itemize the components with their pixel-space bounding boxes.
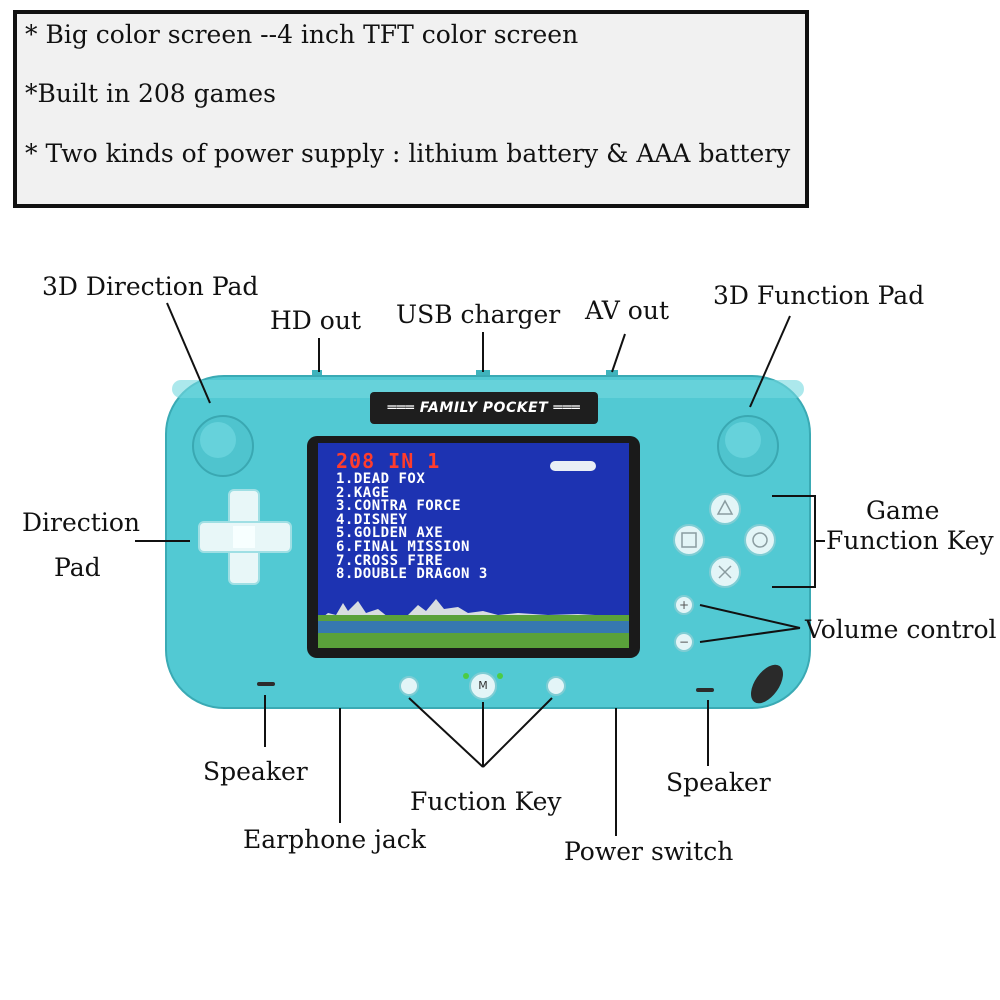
m-key-label: M	[478, 679, 488, 692]
label-game-function-key-line2: Function Key	[826, 526, 994, 555]
game-menu-item[interactable]: 1.DEAD FOX	[336, 471, 426, 487]
game-menu-item[interactable]: 3.CONTRA FORCE	[336, 498, 462, 515]
water	[318, 621, 629, 633]
label-speaker-left: Speaker	[203, 757, 308, 786]
feature-games: *Built in 208 games	[25, 79, 276, 108]
strap-hole	[751, 664, 783, 704]
svg-text:+: +	[679, 598, 689, 612]
label-game-function-key-line1: Game	[866, 496, 940, 525]
speaker-left-grille	[257, 682, 275, 686]
label-av-out: AV out	[585, 296, 670, 325]
label-direction-pad-line1: Direction	[22, 508, 140, 537]
speaker-right-grille	[696, 688, 714, 692]
feature-screen: * Big color screen --4 inch TFT color sc…	[25, 20, 579, 49]
game-menu-item[interactable]: 6.FINAL MISSION	[336, 538, 470, 555]
label-fuction-key: Fuction Key	[410, 787, 562, 816]
label-earphone-jack: Earphone jack	[243, 825, 426, 854]
game-menu-item[interactable]: 8.DOUBLE DRAGON 3	[336, 566, 488, 583]
game-screen: 208 IN 1 1.DEAD FOX 2.KAGE 3.CONTRA FORC…	[318, 443, 629, 648]
game-menu-list: 1.DEAD FOX 2.KAGE 3.CONTRA FORCE 4.DISNE…	[336, 471, 488, 583]
label-usb-charger: USB charger	[396, 300, 561, 329]
label-direction-pad-line2: Pad	[54, 553, 101, 582]
feature-list-box: * Big color screen --4 inch TFT color sc…	[13, 10, 809, 208]
label-3d-function-pad: 3D Function Pad	[713, 281, 925, 310]
label-volume-control: Volume control	[805, 615, 997, 644]
function-key-left	[399, 676, 419, 696]
label-speaker-right: Speaker	[666, 768, 771, 797]
screen-title: 208 IN 1	[336, 449, 441, 473]
game-menu-item[interactable]: 5.GOLDEN AXE	[336, 525, 444, 542]
feature-power: * Two kinds of power supply : lithium ba…	[25, 139, 791, 168]
game-menu-item[interactable]: 2.KAGE	[336, 484, 390, 501]
label-power-switch: Power switch	[564, 837, 734, 866]
function-key-right	[546, 676, 566, 696]
label-hd-out: HD out	[270, 306, 361, 335]
svg-text:−: −	[679, 635, 689, 649]
game-menu-item[interactable]: 4.DISNEY	[336, 511, 408, 528]
volume-down-button	[674, 632, 694, 652]
cloud	[550, 461, 596, 471]
label-3d-direction-pad: 3D Direction Pad	[42, 272, 259, 301]
function-key-m	[469, 672, 497, 700]
brand-logo: ═══ FAMILY POCKET ═══	[370, 392, 598, 424]
game-menu-item[interactable]: 7.CROSS FIRE	[336, 552, 444, 569]
volume-up-button	[674, 595, 694, 615]
